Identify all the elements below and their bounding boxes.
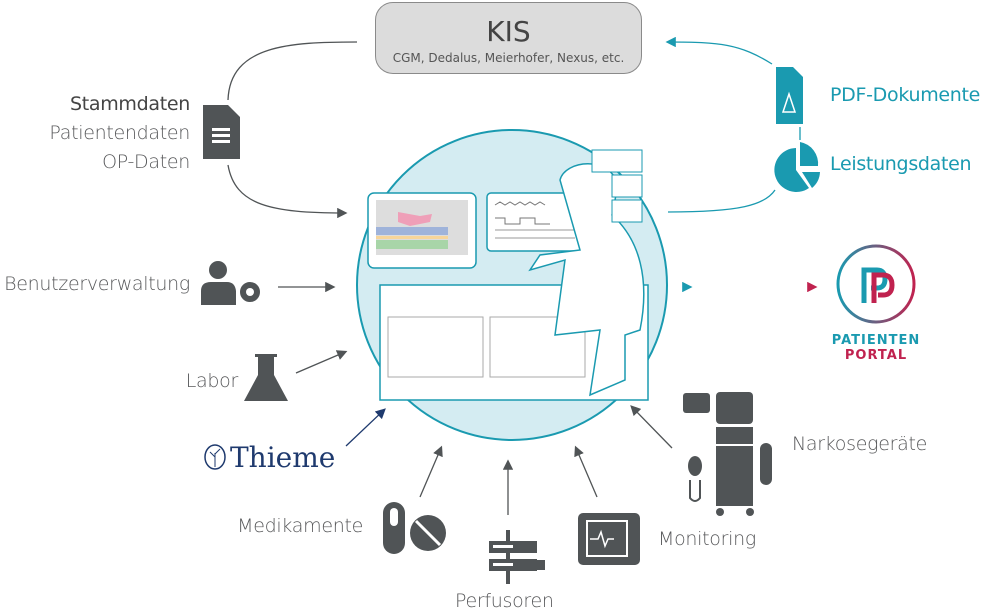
pdf-document-icon [776,67,803,124]
circle-to-leistung-line [667,189,776,213]
labor-label: Labor [185,370,239,392]
pdf-to-kis-arrow [665,36,773,65]
kis-title: KIS [486,15,531,48]
thieme-label: Thieme [230,441,336,474]
labor-arrow [295,350,348,374]
monitoring-label: Monitoring [658,528,756,550]
benutzer-label: Benutzerverwaltung [4,273,190,295]
pdf-label: PDF-Dokumente [830,84,981,106]
workstation-illustration [367,149,649,401]
pie-chart-icon [774,142,820,192]
stammdaten-title: Stammdaten [69,93,190,115]
medikamente-label: Medikamente [237,515,363,537]
monitoring-arrow [574,445,598,498]
tree-logo-icon [204,444,226,470]
flask-icon [244,354,288,401]
kis-subtitle: CGM, Dedalus, Meierhofer, Nexus, etc. [392,51,625,65]
infusion-pump-icon [489,530,545,584]
portal-line1: PATIENTEN [831,333,921,348]
document-icon [203,105,240,159]
kis-to-stammdaten-line [227,41,358,101]
perfusoren-label: Perfusoren [455,590,554,612]
stammdaten-group: Stammdaten Patientendaten OP-Daten [49,90,190,177]
portal-text: PATIENTEN PORTAL [826,333,926,363]
user-gear-icon [201,261,262,305]
narkose-arrow [630,405,673,449]
op-daten-label: OP-Daten [102,151,190,173]
medikamente-arrow [419,445,443,498]
patient-portal-logo [836,244,916,324]
stammdaten-arrow [227,164,348,219]
portal-line2: PORTAL [844,348,908,363]
patientendaten-label: Patientendaten [49,122,190,144]
monitor-icon [578,513,640,565]
pills-icon [383,502,446,554]
thieme-arrow [345,408,386,447]
narkose-label: Narkosegeräte [792,433,927,455]
anesthesia-machine-icon [683,392,772,516]
kis-box: KIS CGM, Dedalus, Meierhofer, Nexus, etc… [375,2,642,74]
leistung-label: Leistungsdaten [830,153,972,175]
